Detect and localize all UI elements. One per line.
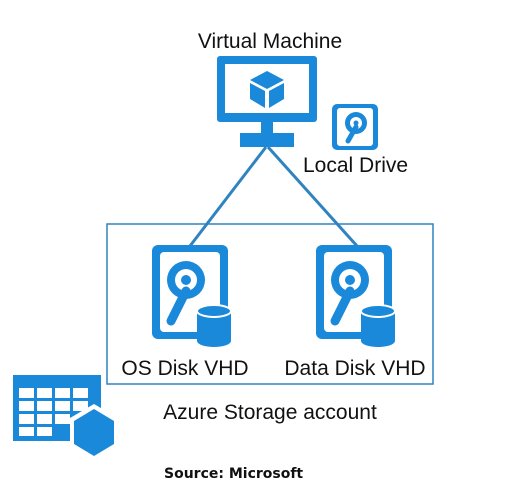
os-disk-label: OS Disk VHD	[121, 357, 248, 380]
data-disk-label: Data Disk VHD	[284, 357, 425, 380]
storage-account-box	[106, 223, 434, 385]
os-disk-icon	[152, 245, 232, 347]
vm-label: Virtual Machine	[198, 30, 342, 53]
source-caption: Source: Microsoft	[164, 466, 303, 482]
data-disk-icon	[316, 245, 396, 347]
storage-account-label: Azure Storage account	[163, 401, 377, 424]
monitor-icon	[217, 56, 317, 147]
connector-line-right	[266, 145, 359, 248]
local-drive-label: Local Drive	[303, 154, 408, 177]
connector-line-left	[188, 146, 268, 247]
hexagon-icon	[70, 404, 118, 460]
cube-icon	[250, 71, 284, 108]
local-drive-icon	[332, 104, 378, 150]
